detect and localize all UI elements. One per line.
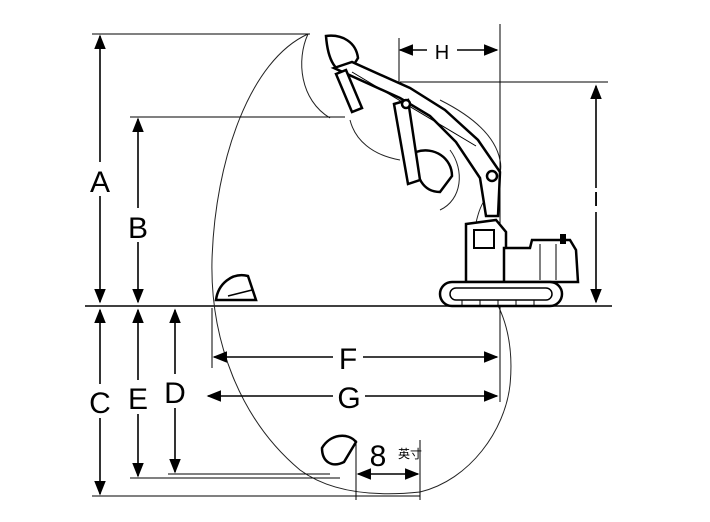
label-h: H <box>435 42 449 64</box>
bucket-max-depth <box>320 434 358 466</box>
excavator-stick <box>334 68 499 186</box>
label-e: E <box>128 383 148 416</box>
bucket-sweep-arc-low <box>439 149 460 211</box>
label-a: A <box>90 166 110 199</box>
bucket-ground-reach <box>214 273 258 302</box>
label-depth-unit: 英寸 <box>398 447 422 461</box>
bucket-attached <box>414 149 454 194</box>
label-d: D <box>164 377 186 410</box>
bucket-sweep-arc-top <box>301 33 331 119</box>
bucket-sweep-arc-mid <box>349 119 401 161</box>
label-depth-number: 8 <box>370 440 387 473</box>
label-i: I <box>593 189 599 211</box>
label-c: C <box>89 387 111 420</box>
excavator-tracks <box>438 280 564 308</box>
label-b: B <box>128 212 148 245</box>
label-g: G <box>337 382 360 415</box>
excavator-upper-structure <box>464 218 580 284</box>
excavator-boom <box>330 60 502 218</box>
label-f: F <box>339 343 357 376</box>
